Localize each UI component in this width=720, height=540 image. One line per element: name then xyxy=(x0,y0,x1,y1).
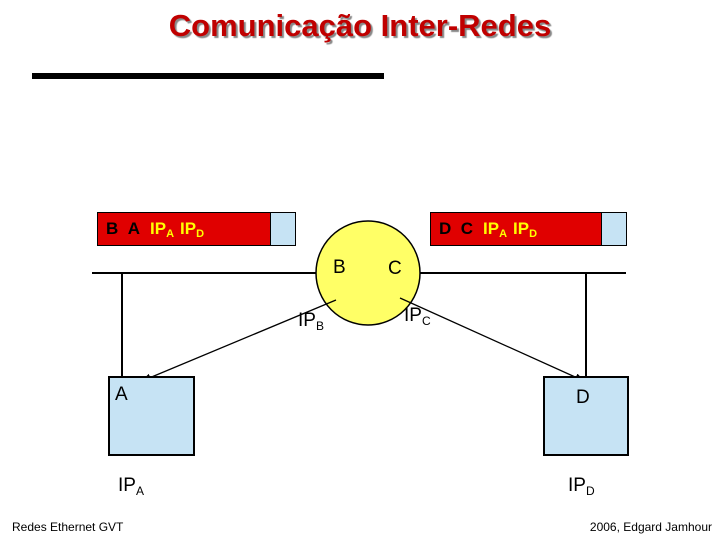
title-rule xyxy=(32,73,384,79)
host-a xyxy=(108,376,195,456)
arrow-router-to-host-a xyxy=(141,299,337,382)
packet-right-header: D C IPA IPD xyxy=(430,212,602,246)
arrow-router-to-host-d xyxy=(399,297,585,382)
packet-left-header: B A IPA IPD xyxy=(97,212,271,246)
host-d xyxy=(543,376,629,456)
host-d-drop-line xyxy=(585,273,587,376)
router-ip-c: IPC xyxy=(404,305,431,328)
packet-left: B A IPA IPD xyxy=(97,212,296,246)
packet-right: D C IPA IPD xyxy=(430,212,627,246)
packet-right-ip-src: IPA xyxy=(483,218,508,240)
packet-left-ip-dst: IPD xyxy=(180,218,205,240)
network-left-bus xyxy=(92,272,368,274)
packet-right-ip-dst: IPD xyxy=(513,218,538,240)
router-interface-c: C xyxy=(388,258,402,279)
host-d-name: D xyxy=(576,387,590,408)
footer-right: 2006, Edgard Jamhour xyxy=(589,520,712,534)
router-node xyxy=(315,220,421,326)
packet-right-payload xyxy=(602,212,627,246)
router-ip-b: IPB xyxy=(298,310,324,333)
footer-left: Redes Ethernet GVT xyxy=(12,520,124,534)
host-d-ip: IPD xyxy=(568,475,595,498)
packet-right-src: D xyxy=(439,219,452,238)
packet-left-payload xyxy=(271,212,296,246)
packet-left-ip-src: IPA xyxy=(150,218,175,240)
host-a-drop-line xyxy=(121,273,123,376)
host-a-ip: IPA xyxy=(118,475,144,498)
network-right-bus xyxy=(400,272,626,274)
packet-right-dst: C xyxy=(460,219,474,238)
slide-title: Comunicação Inter-Redes xyxy=(168,8,552,43)
host-a-name: A xyxy=(115,384,128,405)
packet-left-src: B xyxy=(106,219,119,238)
packet-left-dst: A xyxy=(127,219,141,238)
router-interface-b: B xyxy=(333,257,346,278)
